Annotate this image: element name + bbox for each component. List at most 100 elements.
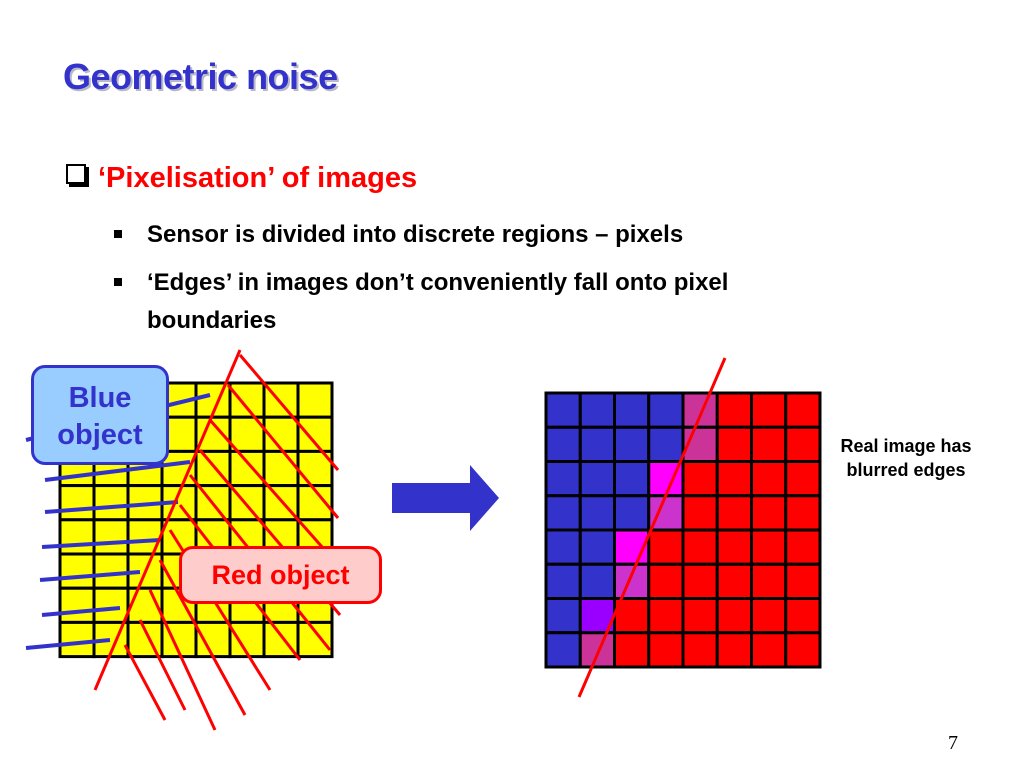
sensor-pixel (92, 586, 130, 624)
blurred-edges-note: Real image has blurred edges (840, 436, 972, 480)
sub-bullet-text: Sensor is divided into discrete regions … (147, 221, 684, 248)
sensor-pixel (58, 586, 96, 624)
result-pixel (784, 494, 822, 532)
result-pixel (784, 631, 822, 669)
result-pixel (715, 425, 753, 463)
square-bullet-icon (114, 230, 122, 238)
result-pixel (715, 528, 753, 566)
sensor-pixel (126, 518, 164, 556)
result-pixel (681, 494, 719, 532)
sensor-pixel (228, 381, 266, 419)
sensor-pixel (92, 518, 130, 556)
result-pixel (647, 391, 685, 429)
result-pixel (613, 562, 651, 600)
result-pixel (784, 425, 822, 463)
sensor-pixel (58, 552, 96, 590)
result-pixel-grid (544, 391, 822, 669)
red-edge-line (93, 349, 242, 691)
sensor-pixel (58, 484, 96, 522)
right-arrow-icon (392, 465, 499, 531)
red-hatch-line (208, 419, 340, 566)
result-pixel (578, 460, 616, 498)
blue-object-callout: Blue object (31, 365, 169, 465)
result-pixel (750, 562, 788, 600)
result-pixel (681, 528, 719, 566)
checkbox-bullet-icon (66, 164, 86, 184)
red-hatch-line (226, 384, 340, 519)
sensor-pixel (296, 381, 334, 419)
sub-bullet-text: ‘Edges’ in images don’t conveniently fal… (147, 269, 729, 334)
result-pixel (715, 562, 753, 600)
result-pixel (544, 460, 582, 498)
result-pixel (647, 597, 685, 635)
sensor-pixel (296, 415, 334, 453)
result-pixel (544, 425, 582, 463)
red-hatch-line (138, 619, 187, 711)
sensor-pixel (58, 518, 96, 556)
result-pixel (681, 460, 719, 498)
sensor-pixel (92, 484, 130, 522)
result-pixel (544, 597, 582, 635)
result-pixel (681, 597, 719, 635)
result-pixel (784, 597, 822, 635)
result-pixel (750, 425, 788, 463)
blue-hatch-line (41, 538, 161, 549)
result-pixel (750, 391, 788, 429)
sub-bullet: Sensor is divided into discrete regions … (114, 216, 847, 254)
result-pixel (544, 562, 582, 600)
result-pixel (544, 494, 582, 532)
result-pixel (715, 494, 753, 532)
result-pixel (715, 631, 753, 669)
result-pixel (544, 631, 582, 669)
result-pixel (544, 391, 582, 429)
red-hatch-line (123, 644, 167, 721)
blue-hatch-line (39, 570, 141, 582)
result-pixel (715, 597, 753, 635)
result-pixel (613, 631, 651, 669)
result-pixel (613, 391, 651, 429)
result-pixel (578, 494, 616, 532)
result-pixel (784, 460, 822, 498)
result-pixel (613, 494, 651, 532)
result-pixel (750, 460, 788, 498)
result-pixel (647, 631, 685, 669)
result-pixel (784, 562, 822, 600)
result-pixel (647, 528, 685, 566)
edge-line (577, 357, 727, 698)
result-pixel (681, 631, 719, 669)
red-hatch-line (158, 559, 247, 716)
red-hatch-line (238, 354, 340, 471)
result-pixel (681, 391, 719, 429)
result-pixel (578, 562, 616, 600)
sub-bullet: ‘Edges’ in images don’t conveniently fal… (114, 264, 847, 340)
sensor-pixel (296, 620, 334, 659)
main-bullet-text: ‘Pixelisation’ of images (98, 162, 418, 194)
sensor-pixel (58, 620, 96, 659)
sensor-pixel (92, 552, 130, 590)
page-number: 7 (948, 732, 958, 754)
result-pixel (613, 425, 651, 463)
result-pixel (784, 391, 822, 429)
result-pixel (647, 562, 685, 600)
blue-hatch-line (25, 638, 111, 650)
result-pixel (750, 631, 788, 669)
result-pixel (544, 528, 582, 566)
result-pixel (578, 631, 616, 669)
red-object-callout: Red object (179, 546, 382, 604)
result-pixel (715, 460, 753, 498)
result-pixel (647, 425, 685, 463)
result-pixel (613, 460, 651, 498)
result-pixel (715, 391, 753, 429)
result-pixel (578, 425, 616, 463)
result-pixel (750, 597, 788, 635)
blue-hatch-line (44, 460, 191, 482)
square-bullet-icon (114, 278, 122, 286)
result-pixel (578, 528, 616, 566)
sensor-pixel (228, 449, 266, 488)
result-pixel (784, 528, 822, 566)
page-title: Geometric noise (63, 56, 338, 97)
main-bullet: ‘Pixelisation’ of images (66, 162, 417, 195)
blue-hatch-line (44, 500, 179, 514)
blue-hatch-line (41, 606, 121, 617)
sensor-pixel (194, 620, 232, 659)
